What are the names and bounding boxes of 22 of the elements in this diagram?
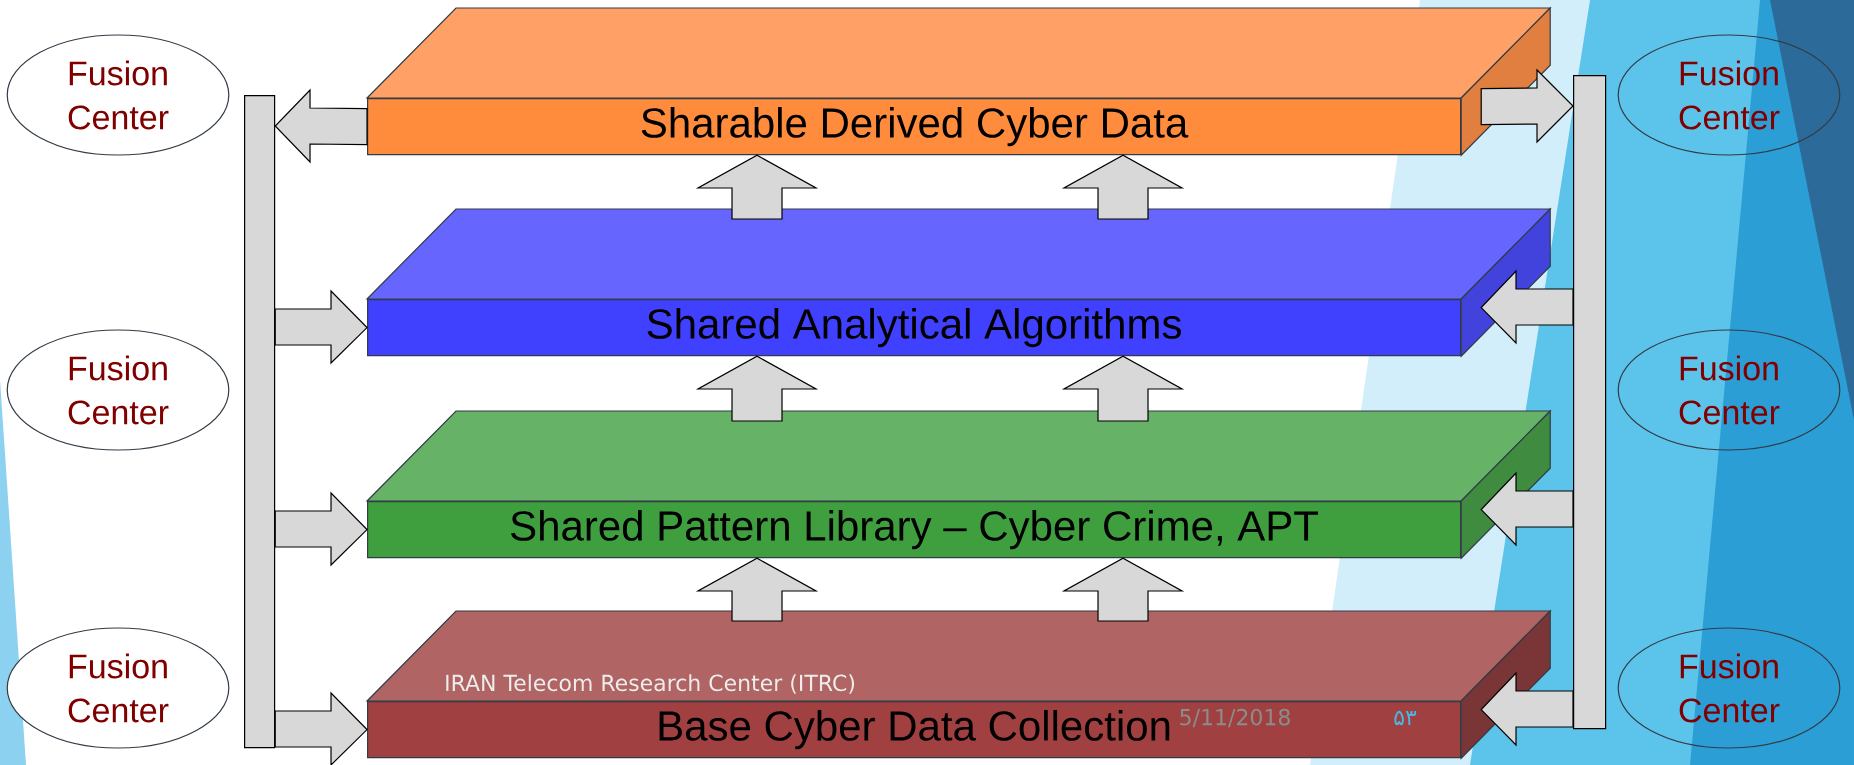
node-label: Fusion Center [68,653,169,723]
block-arrow [274,691,368,765]
node-label: Sharable Derived Cyber Data [641,107,1189,147]
block-arrow [1061,355,1185,422]
block-arrow [695,557,819,622]
block-arrow [695,154,819,220]
node-label: Shared Pattern Library – Cyber Crime, APT [511,510,1318,550]
block-arrow [1480,68,1574,144]
node-label: Shared Analytical Algorithms [647,308,1181,348]
block-arrow [274,491,368,567]
footer-text: IRAN Telecom Research Center (ITRC) [446,674,855,694]
block-arrow [1480,269,1574,345]
block-arrow [274,88,368,164]
block-arrow [1061,154,1185,220]
bus-bar [244,95,276,749]
block-arrow [1061,557,1185,622]
bus-bar [1573,75,1607,730]
block-arrow [274,289,368,365]
node-label: Base Cyber Data Collection [659,710,1170,750]
block-arrow [1480,471,1574,547]
block-arrow [695,355,819,422]
block-arrow [1480,671,1574,747]
